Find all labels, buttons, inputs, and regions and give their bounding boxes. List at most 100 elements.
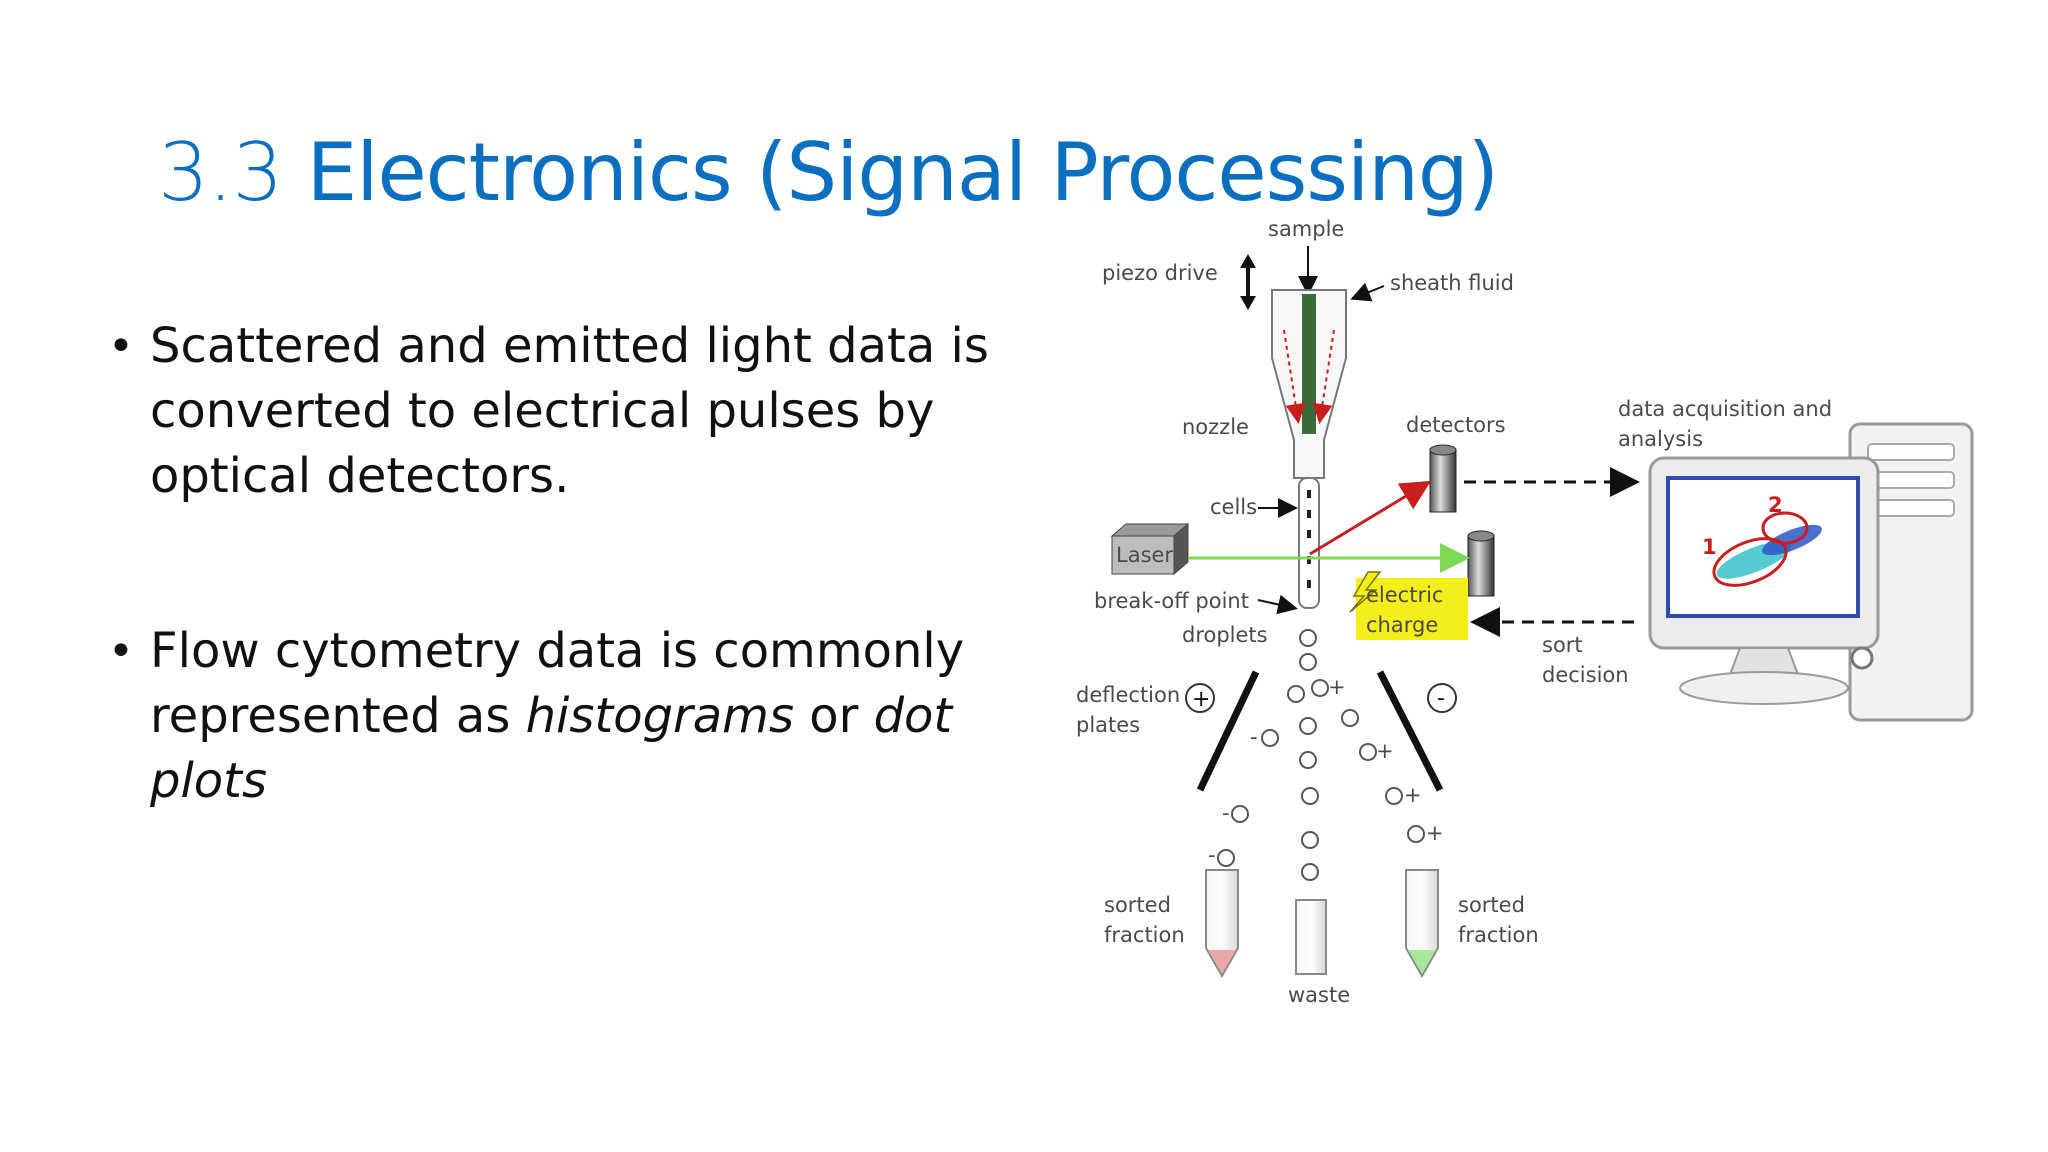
droplet [1301,787,1319,805]
tube-left-tip [1208,950,1236,974]
tube-right [1405,869,1439,979]
droplets [1217,629,1425,881]
label-plates: plates [1076,713,1140,737]
droplet-charge-plus: + [1426,821,1444,845]
label-fraction-left: fraction [1104,923,1185,947]
laser-box-front [1111,535,1175,575]
bullet-item: • Scattered and emitted light data is co… [108,314,1008,509]
detector-forward-body [1467,535,1495,597]
cell-mark [1307,530,1311,538]
flow-cytometry-diagram: sample piezo drive sheath fluid nozzle [1076,217,1974,1007]
label-detectors: detectors [1406,413,1506,437]
detector-forward-top [1467,530,1495,542]
bullet-emphasis-histograms: histograms [525,688,794,744]
break-off-arrow [1257,594,1298,615]
droplet-charge-minus: - [1222,801,1230,825]
label-analysis: analysis [1618,427,1703,451]
label-sample: sample [1268,217,1344,241]
tower-bay [1867,499,1955,517]
bullet-dot-icon: • [108,626,134,677]
droplet [1299,717,1317,735]
deflection-plate-left [1196,670,1260,792]
minus-plate-icon [1427,683,1457,713]
sample-core-stream [1302,294,1316,434]
piezo-double-arrow-icon [1240,254,1256,310]
scatter-ray [1309,480,1432,556]
label-deflection: deflection [1076,683,1180,707]
label-sorted-left: sorted [1104,893,1171,917]
title-text: Electronics (Signal Processing) [306,126,1499,219]
plot-gate-2 [1761,511,1809,545]
tower-bay [1867,443,1955,461]
bullet-list: • Scattered and emitted light data is co… [108,314,1008,814]
droplet-charge-minus: - [1208,843,1216,867]
label-decision: decision [1542,663,1629,687]
channel-cells [1307,490,1311,588]
droplet [1341,709,1359,727]
tube-right-body [1405,869,1439,979]
computer-tower [1848,422,1974,722]
label-cells: cells [1210,495,1257,519]
tube-waste-body [1295,899,1327,975]
cell-mark [1307,580,1311,588]
label-nozzle: nozzle [1182,415,1249,439]
power-button-icon [1850,646,1874,670]
droplet [1301,863,1319,881]
bullet-dot-icon: • [108,321,134,372]
monitor-base [1679,671,1849,705]
droplet [1299,751,1317,769]
droplet [1385,787,1403,805]
laser-box: Laser [1110,522,1190,576]
label-sorted-right: sorted [1458,893,1525,917]
slide-title: 3.3 Electronics (Signal Processing) [158,118,1499,228]
bullet-text-part: or [793,688,874,744]
droplet-charges: - - - + + + + [1208,675,1444,867]
bullet-emphasis-dot-plots: dot plots [150,688,953,809]
cell-mark [1307,490,1311,498]
label-droplets: droplets [1182,623,1268,647]
cell-mark [1307,556,1311,564]
detector-scatter-top [1429,444,1457,456]
plot-gate-1-label: 1 [1702,535,1717,559]
detector-forward [1467,530,1495,597]
label-electric: electric [1366,583,1443,607]
droplet-charge-minus: - [1250,725,1258,749]
electric-charge-box [1356,578,1468,640]
title-number: 3.3 [158,126,283,219]
deflection-plate-right [1376,670,1444,792]
label-waste: waste [1288,983,1350,1007]
tower-bay [1867,471,1955,489]
label-piezo-drive: piezo drive [1102,261,1218,285]
label-break-off-point: break-off point [1094,589,1249,613]
computer-monitor [1648,456,1880,705]
dot-plot-on-screen: 1 2 [1702,493,1822,587]
tube-left [1205,869,1239,979]
minus-plate-symbol: - [1437,686,1445,711]
droplet [1311,679,1329,697]
plot-gate-1 [1712,537,1788,587]
droplet [1217,849,1235,867]
label-charge: charge [1366,613,1438,637]
plus-plate-icon [1185,683,1215,713]
droplet [1287,685,1305,703]
cell-mark [1307,510,1311,518]
label-laser: Laser [1116,543,1173,567]
label-sheath-fluid: sheath fluid [1390,271,1514,295]
droplet [1301,831,1319,849]
label-fraction-right: fraction [1458,923,1539,947]
droplet-charge-plus: + [1376,739,1394,763]
plus-plate-symbol: + [1192,687,1210,712]
tube-left-body [1205,869,1239,979]
plot-gate-2-label: 2 [1768,493,1783,517]
bullet-text-part: Flow cytometry data is commonly represen… [150,623,965,744]
droplet-charge-plus: + [1404,783,1422,807]
flow-channel [1298,477,1320,609]
detector-scatter-body [1429,449,1457,513]
label-sort: sort [1542,633,1583,657]
droplet [1359,743,1377,761]
bullet-item: • Flow cytometry data is commonly repres… [108,619,1008,814]
droplet [1261,729,1279,747]
droplet-charge-plus: + [1328,675,1346,699]
lightning-bolt-icon [1349,571,1382,613]
